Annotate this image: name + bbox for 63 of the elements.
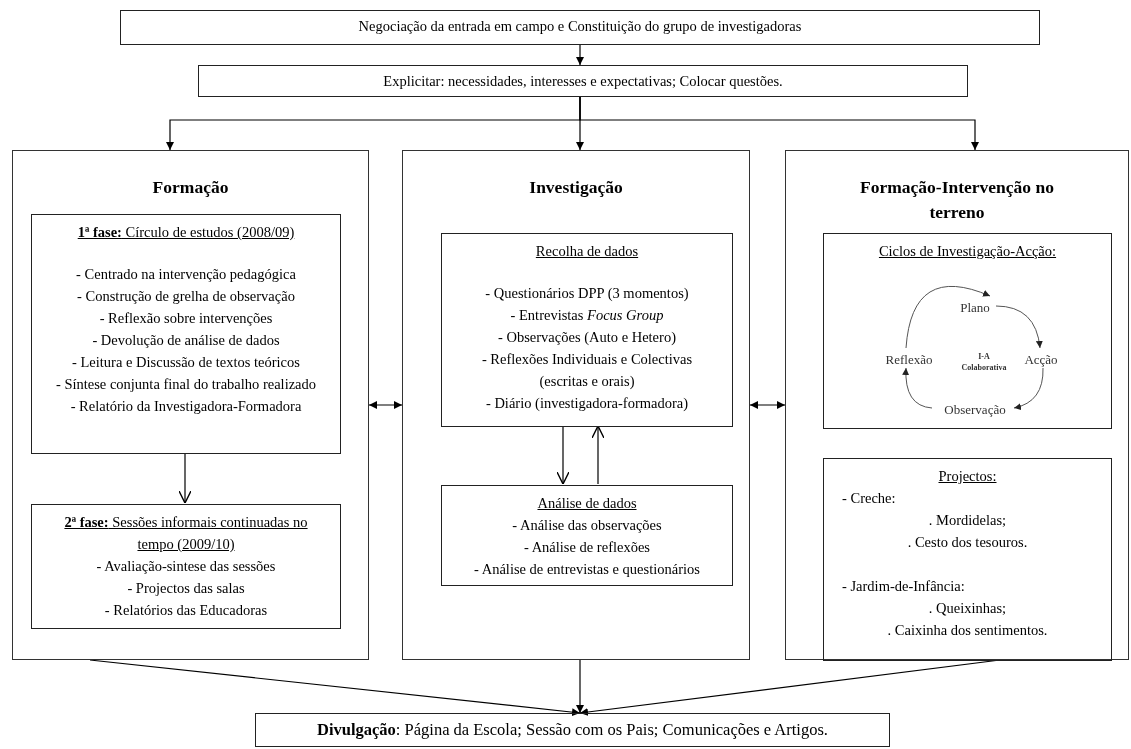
section-heading: Ciclos de Investigação-Acção: [877, 242, 1058, 261]
section-heading: Projectos: [937, 467, 998, 486]
list-item: - Reflexão sobre intervenções [98, 309, 274, 328]
list-item: . Caixinha dos sentimentos. [886, 621, 1049, 640]
content-box [31, 504, 341, 629]
list-item: - Devolução de análise de dados [91, 331, 281, 350]
cycle-step-label: Reflexão [874, 350, 944, 370]
list-item: - Reflexões Individuais e Colectivas (escritas e orais) [480, 350, 694, 391]
arrow [591, 425, 605, 485]
list-item: . Cesto dos tesouros. [906, 533, 1029, 552]
arrow [579, 96, 979, 151]
list-item: - Construção de grelha de observação [76, 287, 296, 306]
section-heading: 1ª fase: Círculo de estudos (2008/09) [76, 223, 296, 242]
content-box [823, 233, 1112, 429]
arrow [178, 452, 192, 504]
list-item: - Entrevistas Focus Group [509, 306, 665, 325]
arrow [1013, 367, 1044, 410]
list-item: - Relatório da Investigadora-Formadora [69, 397, 303, 416]
arrow [749, 401, 786, 409]
arrow [89, 659, 581, 717]
list-item: - Síntese conjunta final do trabalho realizado [54, 375, 318, 394]
list-item: - Análise de entrevistas e questionários [473, 560, 701, 579]
process-box: Negociação da entrada em campo e Constituição do grupo de investigadoras [120, 10, 1040, 45]
content-box [441, 233, 733, 427]
arrow [556, 425, 570, 485]
process-box: Divulgação: Página da Escola; Sessão com os Pais; Comunicações e Artigos. [255, 713, 890, 747]
section-heading: 2ª fase: Sessões informais continuadas no tempo (2009/10) [63, 513, 309, 554]
list-item: - Observações (Auto e Hetero) [497, 328, 677, 347]
list-item: - Jardim-de-Infância: [842, 577, 966, 596]
list-item: . Mordidelas; [927, 511, 1008, 530]
process-box: Explicitar: necessidades, interesses e expectativas; Colocar questões. [198, 65, 968, 97]
phase-panel [12, 150, 369, 660]
cycle-center-label: I-A Colaborativa [960, 351, 1008, 373]
phase-panel [785, 150, 1129, 660]
cycle-step-label: Observação [934, 400, 1016, 420]
arrow [902, 367, 933, 409]
content-box [823, 458, 1112, 661]
arrow [576, 659, 584, 714]
list-item: . Queixinhas; [927, 599, 1008, 618]
list-item: - Creche: [842, 489, 897, 508]
list-item: - Avaliação-sintese das sessões [95, 557, 277, 576]
panel-title: Formação [152, 176, 229, 199]
panel-title: Formação-Intervenção no terreno [859, 176, 1055, 224]
panel-title: Investigação [529, 176, 623, 199]
list-item: - Relatórios das Educadoras [103, 601, 269, 620]
arrow [368, 401, 403, 409]
list-item: - Projectos das salas [126, 579, 246, 598]
list-item: - Análise de reflexões [523, 538, 651, 557]
section-heading: Recolha de dados [534, 242, 640, 261]
content-box [31, 214, 341, 454]
list-item: - Diário (investigadora-formadora) [484, 394, 690, 413]
list-item: - Leitura e Discussão de textos teóricos [71, 353, 301, 372]
cycle-step-label: Acção [1018, 350, 1064, 370]
list-item: - Centrado na intervenção pedagógica [75, 265, 297, 284]
arrow [905, 286, 991, 349]
arrow [995, 305, 1043, 349]
section-heading: Análise de dados [536, 494, 638, 513]
cycle-step-label: Plano [952, 298, 998, 318]
phase-panel [402, 150, 750, 660]
arrow [576, 44, 584, 66]
list-item: - Questionários DPP (3 momentos) [484, 284, 690, 303]
content-box [441, 485, 733, 586]
list-item: - Análise das observações [511, 516, 663, 535]
